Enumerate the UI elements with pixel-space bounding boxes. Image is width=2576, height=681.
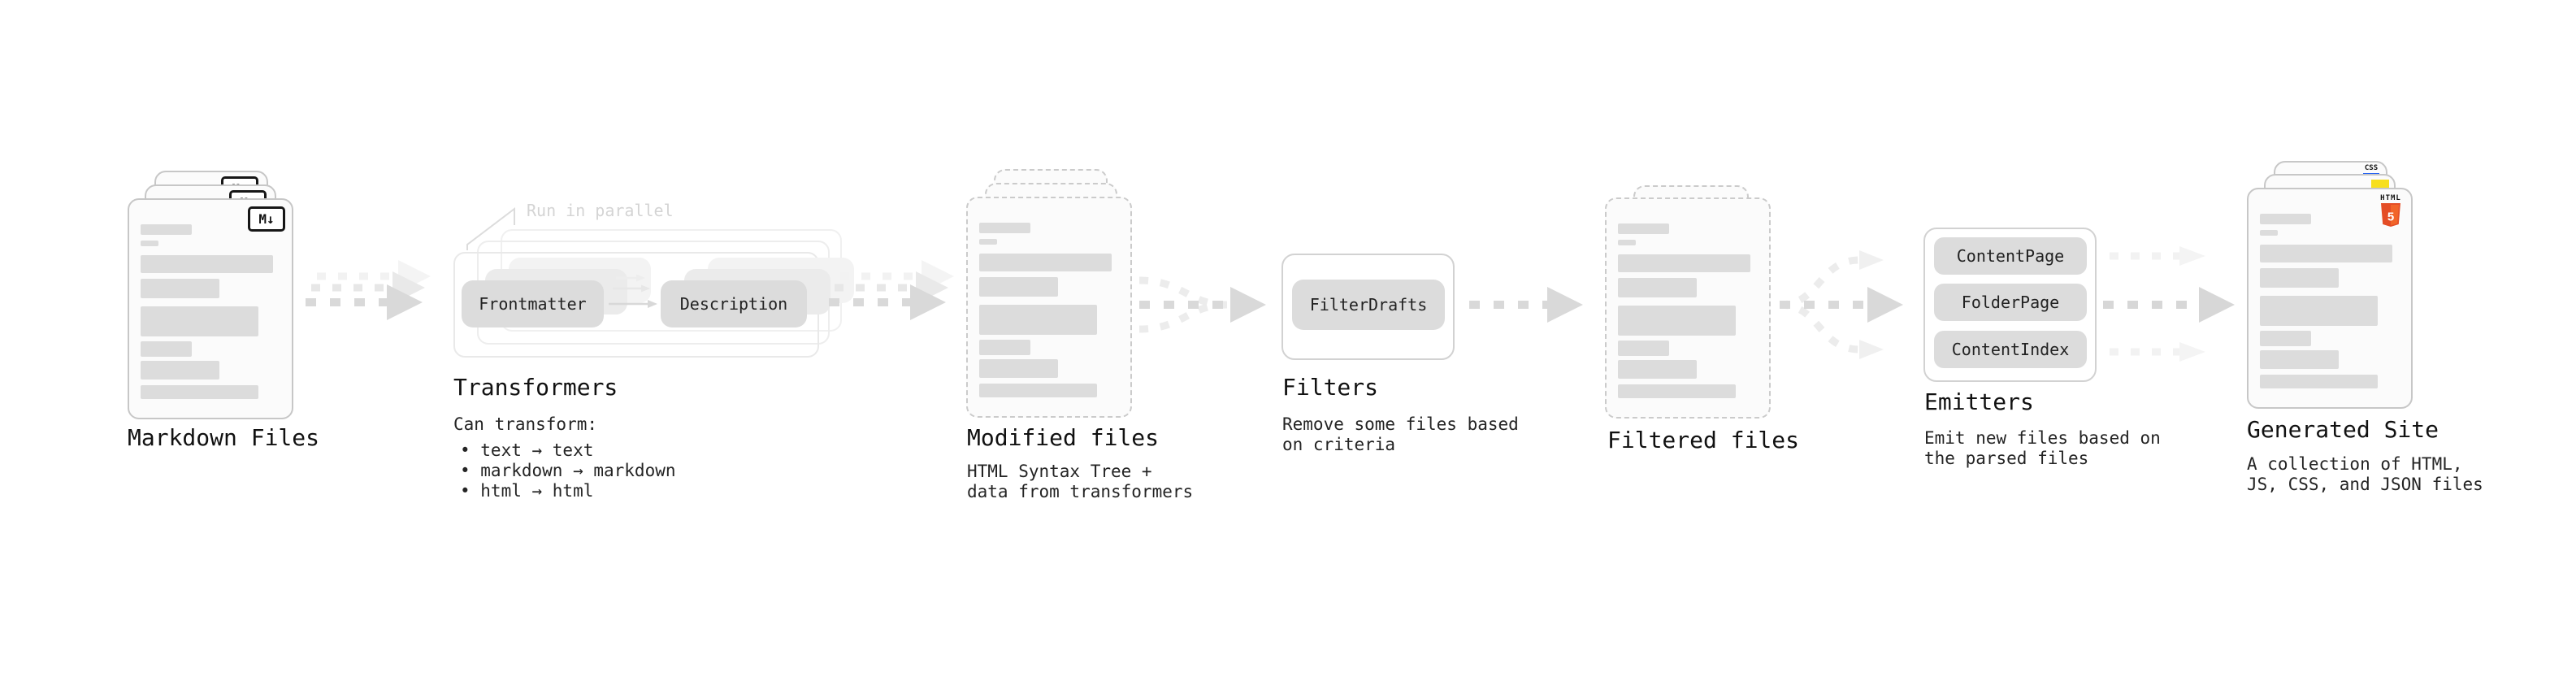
run-in-parallel-note: Run in parallel (527, 201, 674, 220)
modified-file-card (966, 197, 1132, 418)
flow-arrow-filters-to-filtered (1469, 287, 1583, 323)
flow-arrow-modified-to-filters (1138, 276, 1266, 333)
filters-subtitle-line1: Remove some files based (1282, 414, 1519, 434)
stage-title-generated-site: Generated Site (2247, 416, 2439, 443)
transformers-bullet-html: • html → html (460, 481, 594, 501)
placeholder-line (141, 279, 219, 298)
placeholder-line (979, 277, 1058, 297)
placeholder-line (979, 223, 1030, 233)
placeholder-line (979, 305, 1097, 335)
stage-title-transformers: Transformers (453, 374, 618, 401)
placeholder-line (2260, 230, 2278, 236)
frontmatter-pill: Frontmatter (462, 280, 604, 327)
filters-subtitle-line2: on criteria (1282, 435, 1396, 454)
filtered-file-card (1605, 197, 1771, 419)
placeholder-line (1618, 360, 1697, 379)
placeholder-line (141, 306, 258, 336)
placeholder-line (2260, 331, 2311, 346)
placeholder-line (1618, 240, 1636, 245)
markdown-icon: M↓ (248, 206, 285, 232)
placeholder-line (1618, 384, 1736, 398)
placeholder-line (141, 224, 192, 235)
js-file-icon (2371, 180, 2389, 189)
placeholder-line (1618, 340, 1669, 356)
stage-title-markdown-files: Markdown Files (128, 424, 320, 451)
flow-arrow-filtered-to-emitters (1779, 250, 1903, 359)
placeholder-line (2260, 214, 2311, 224)
flow-arrow-emitter-contentpage-to-site (2110, 246, 2205, 266)
placeholder-line (141, 385, 258, 399)
transformer-parallel-arrows (609, 274, 657, 308)
modified-subtitle-line2: data from transformers (967, 482, 1194, 501)
placeholder-line (141, 241, 158, 246)
placeholder-line (141, 341, 192, 357)
placeholder-line (2260, 245, 2392, 262)
flow-arrow-markdown-to-transformers (306, 260, 431, 320)
placeholder-line (1618, 278, 1697, 297)
transformers-desc-heading: Can transform: (453, 414, 598, 434)
contentpage-pill: ContentPage (1934, 237, 2087, 275)
svg-text:5: 5 (2387, 210, 2394, 224)
markdown-file-card: M↓ (128, 198, 293, 419)
placeholder-line (979, 239, 997, 245)
site-subtitle-line2: JS, CSS, and JSON files (2247, 475, 2483, 494)
contentindex-pill: ContentIndex (1934, 331, 2087, 368)
description-pill: Description (661, 280, 807, 327)
stage-title-filtered-files: Filtered files (1607, 427, 1800, 453)
placeholder-line (2260, 350, 2339, 369)
site-subtitle-line1: A collection of HTML, (2247, 454, 2463, 474)
placeholder-line (979, 384, 1097, 397)
placeholder-line (1618, 223, 1669, 234)
placeholder-line (2260, 296, 2378, 326)
placeholder-line (141, 255, 273, 273)
placeholder-line (1618, 254, 1750, 272)
flow-arrow-transformers-to-modified (829, 260, 954, 320)
stage-title-modified-files: Modified files (967, 424, 1160, 451)
site-file-card-html: HTML 5 (2247, 188, 2413, 409)
emitters-subtitle-line2: the parsed files (1924, 449, 2089, 468)
flow-arrow-emitter-folderpage-to-site (2103, 287, 2235, 323)
transformers-bullet-markdown: • markdown → markdown (460, 461, 676, 480)
flow-arrow-emitter-contentindex-to-site (2110, 342, 2205, 362)
run-in-parallel-leader-line (466, 206, 515, 250)
emitters-subtitle-line1: Emit new files based on (1924, 428, 2161, 448)
placeholder-line (2260, 268, 2339, 288)
placeholder-line (979, 359, 1058, 378)
filterdrafts-pill: FilterDrafts (1292, 280, 1445, 330)
placeholder-line (979, 254, 1112, 271)
folderpage-pill: FolderPage (1934, 284, 2087, 321)
stage-title-emitters: Emitters (1924, 388, 2034, 415)
placeholder-line (2260, 375, 2378, 388)
modified-subtitle-line1: HTML Syntax Tree + (967, 462, 1152, 481)
transformers-bullet-text: • text → text (460, 440, 594, 460)
placeholder-line (141, 361, 219, 380)
placeholder-line (1618, 306, 1736, 336)
html5-icon: HTML 5 (2380, 194, 2401, 228)
stage-title-filters: Filters (1282, 374, 1379, 401)
placeholder-line (979, 340, 1030, 355)
